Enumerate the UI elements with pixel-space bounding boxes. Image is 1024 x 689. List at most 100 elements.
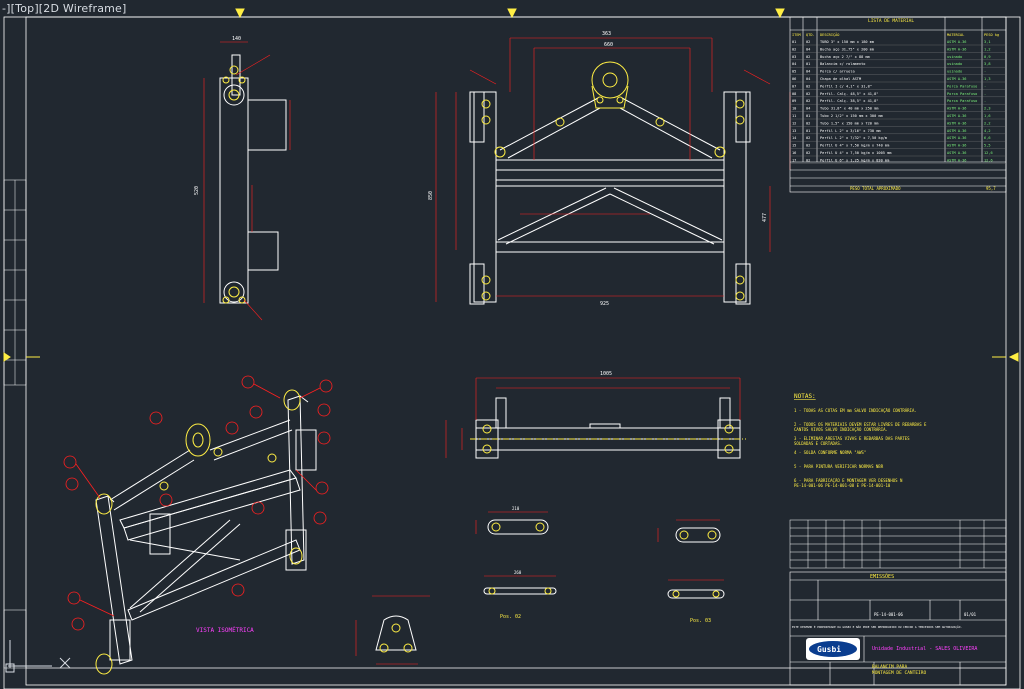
bom-cell: Perfil I c/ 4,1" x 31,8" (820, 84, 872, 88)
bom-cell: 4,2 (984, 129, 991, 133)
viewport-label[interactable]: -][Top][2D Wireframe] (2, 2, 127, 15)
bom-cell: 03 (792, 55, 796, 59)
side-view[interactable]: 140 520 (194, 36, 291, 321)
bom-cell: 12,6 (984, 151, 993, 155)
bom-cell: 13 (792, 129, 796, 133)
bom-cell: 02 (806, 92, 810, 96)
bom-cell: 12,6 (984, 158, 993, 162)
bom-cell: ASTM A-36 (947, 144, 966, 148)
bom-cell: 14 (792, 136, 796, 140)
note-item: 3 - ELIMINAR ARESTAS VIVAS E REBARBAS DA… (794, 436, 910, 446)
bom-cell: ASTM A-36 (947, 121, 966, 125)
bom-cell: 1,2 (984, 47, 991, 51)
bom-cell: Perfil L 2" x 7/32" x 7,50 kg/m (820, 136, 887, 140)
bom-cell: Porca Parafuso (947, 99, 977, 103)
bom-cell: 09 (792, 99, 796, 103)
bom-cell: 3,8 (984, 62, 991, 66)
bom-cell: Porca Parafuso (947, 84, 977, 88)
bom-cell: ASTM A-36 (947, 158, 966, 162)
bom-cell: 02 (806, 151, 810, 155)
bom-cell: ASTM A-36 (947, 77, 966, 81)
bom-cell: Tubo 2 1/2" x 150 mm x 300 mm (820, 114, 883, 118)
bom-cell: Perfil U 4" x 7,50 kg/m x 1005 mm (820, 151, 891, 155)
bom-cell: 01 (792, 40, 796, 44)
bom-cell: 2,3 (984, 107, 991, 111)
bom-cell: 11 (792, 114, 796, 118)
bom-cell: 02 (806, 136, 810, 140)
bom-cell: - (984, 99, 986, 103)
bom-cell: 02 (806, 99, 810, 103)
dim-detail-a: 210 (512, 506, 520, 511)
note-item: 2 - TODOS OS MATERIAIS DEVEM ESTAR LIVRE… (794, 422, 927, 432)
bom-cell: Bucha aço 31,75" x 200 mm (820, 47, 874, 51)
bom-header: QTD. (806, 33, 815, 37)
bom-cell: TUBO 3" x 150 mm x 180 mm (820, 40, 874, 44)
bom-cell: 3,1 (984, 40, 991, 44)
pos-02-label: Pos. 02 (500, 614, 521, 620)
bom-cell: ASTM A-36 (947, 47, 966, 51)
bom-header: ITEM (792, 33, 801, 37)
dim-side-height: 520 (194, 186, 200, 195)
bom-cell: 04 (806, 77, 810, 81)
notes-block[interactable]: NOTAS: 1 - TODAS AS COTAS EM mm SALVO IN… (794, 393, 927, 488)
bom-cell: 02 (806, 40, 810, 44)
bom-title: LISTA DE MATERIAL (868, 18, 914, 24)
bom-cell: 02 (806, 158, 810, 162)
dim-width-inner: 925 (600, 301, 609, 307)
left-revision-strip (3, 179, 27, 669)
sheet-number: 01/01 (964, 612, 977, 617)
dim-top-a: 363 (602, 31, 611, 37)
bom-cell: - (984, 92, 986, 96)
bom-cell: 01 (806, 114, 810, 118)
bom-cell: 16 (792, 151, 796, 155)
bom-cell: 02 (806, 121, 810, 125)
bom-cell: Perfil U 6" x 1,25 kg/m x 830 mm (820, 158, 889, 162)
bom-cell: 04 (792, 62, 796, 66)
bom-cell: usinado (947, 62, 962, 66)
bom-cell: Perfil U 4" x 7,50 kg/m x 740 mm (820, 144, 889, 148)
bom-cell: Tubo 31,8" x 40 mm x 250 mm (820, 107, 878, 111)
bom-cell: ASTM A-36 (947, 151, 966, 155)
bom-cell: 05 (792, 70, 796, 74)
bom-cell: usinado (947, 55, 962, 59)
notes-title: NOTAS: (794, 393, 816, 400)
bom-header: PESO kg (984, 33, 999, 37)
bom-cell: Perfil. Calç. 48,5" x 41,8" (820, 92, 878, 96)
bom-cell: 04 (806, 107, 810, 111)
bom-cell: - (984, 84, 986, 88)
bom-cell: 2,2 (984, 121, 991, 125)
bom-cell: ASTM A-36 (947, 40, 966, 44)
title-block[interactable]: EMISSÕES Gusbi Unidade Industrial - SALE… (789, 571, 1007, 686)
bom-cell: 12 (792, 121, 796, 125)
bom-cell: Porca Parafuso (947, 92, 977, 96)
bom-cell: 04 (806, 47, 810, 51)
bom-cell: 1,3 (984, 77, 991, 81)
bom-header: DESCRIÇÃO (820, 32, 839, 37)
bom-total-value: 95,7 (986, 186, 996, 191)
note-item: 1 - TODAS AS COTAS EM mm SALVO INDICAÇÃO… (794, 408, 917, 413)
bom-cell: 10 (792, 107, 796, 111)
detail-view-plate[interactable] (355, 595, 430, 665)
pos-03-label: Pos. 03 (690, 618, 711, 624)
detail-view-pos-03[interactable]: Pos. 03 (657, 519, 725, 624)
dim-top-b: 660 (604, 42, 613, 48)
confidential-note: ESTE DESENHO É PROPRIEDADE DA GUSBI E NÃ… (792, 624, 962, 629)
bom-cell: 01 (806, 62, 810, 66)
dim-height-inner: 477 (762, 213, 768, 222)
bom-cell: Bucha aço 2 7/" x 88 mm (820, 55, 870, 59)
detail-view-pos-02[interactable]: 210 260 Pos. 02 (475, 506, 557, 620)
bom-cell: 02 (806, 84, 810, 88)
bom-cell: 07 (792, 84, 796, 88)
bom-cell: 02 (806, 144, 810, 148)
company-logo-text: Gusbi (817, 644, 841, 654)
isometric-view[interactable]: VISTA ISOMÉTRICA (63, 375, 333, 675)
dim-height-side: 850 (428, 191, 434, 200)
top-view[interactable]: 1005 (445, 371, 746, 459)
bom-cell: Perfil. Calç. 38,5" x 41,8" (820, 99, 878, 103)
bom-cell: 04 (806, 70, 810, 74)
front-view[interactable]: 363 660 850 477 925 (428, 31, 791, 307)
